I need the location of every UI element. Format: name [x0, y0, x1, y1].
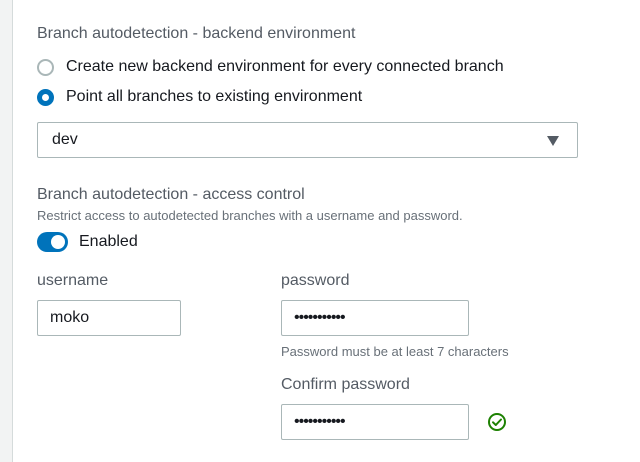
confirm-password-input[interactable] — [281, 404, 469, 440]
access-control-description: Restrict access to autodetected branches… — [37, 208, 463, 223]
radio-create-new-backend[interactable]: Create new backend environment for every… — [37, 58, 504, 76]
environment-select-value: dev — [52, 131, 78, 148]
username-input[interactable] — [37, 300, 181, 336]
backend-settings-panel: Branch autodetection - backend environme… — [12, 0, 640, 462]
chevron-down-icon — [547, 136, 559, 146]
toggle-label: Enabled — [79, 233, 138, 250]
password-input[interactable] — [281, 300, 469, 336]
radio-button-unchecked[interactable] — [37, 58, 54, 76]
toggle-knob — [51, 235, 65, 249]
access-control-title: Branch autodetection - access control — [37, 186, 305, 203]
environment-select[interactable]: dev — [37, 122, 578, 158]
backend-environment-title: Branch autodetection - backend environme… — [37, 25, 356, 42]
password-label: password — [281, 272, 350, 289]
enabled-toggle-row: Enabled — [37, 232, 138, 252]
check-circle-icon — [488, 413, 506, 431]
password-hint: Password must be at least 7 characters — [281, 344, 509, 359]
radio-label-create-new: Create new backend environment for every… — [66, 58, 504, 75]
radio-button-checked[interactable] — [37, 88, 54, 106]
radio-label-point-existing: Point all branches to existing environme… — [66, 88, 363, 105]
confirm-password-label: Confirm password — [281, 376, 410, 393]
username-label: username — [37, 272, 109, 289]
enabled-toggle[interactable] — [37, 232, 68, 252]
radio-point-existing[interactable]: Point all branches to existing environme… — [37, 88, 362, 106]
